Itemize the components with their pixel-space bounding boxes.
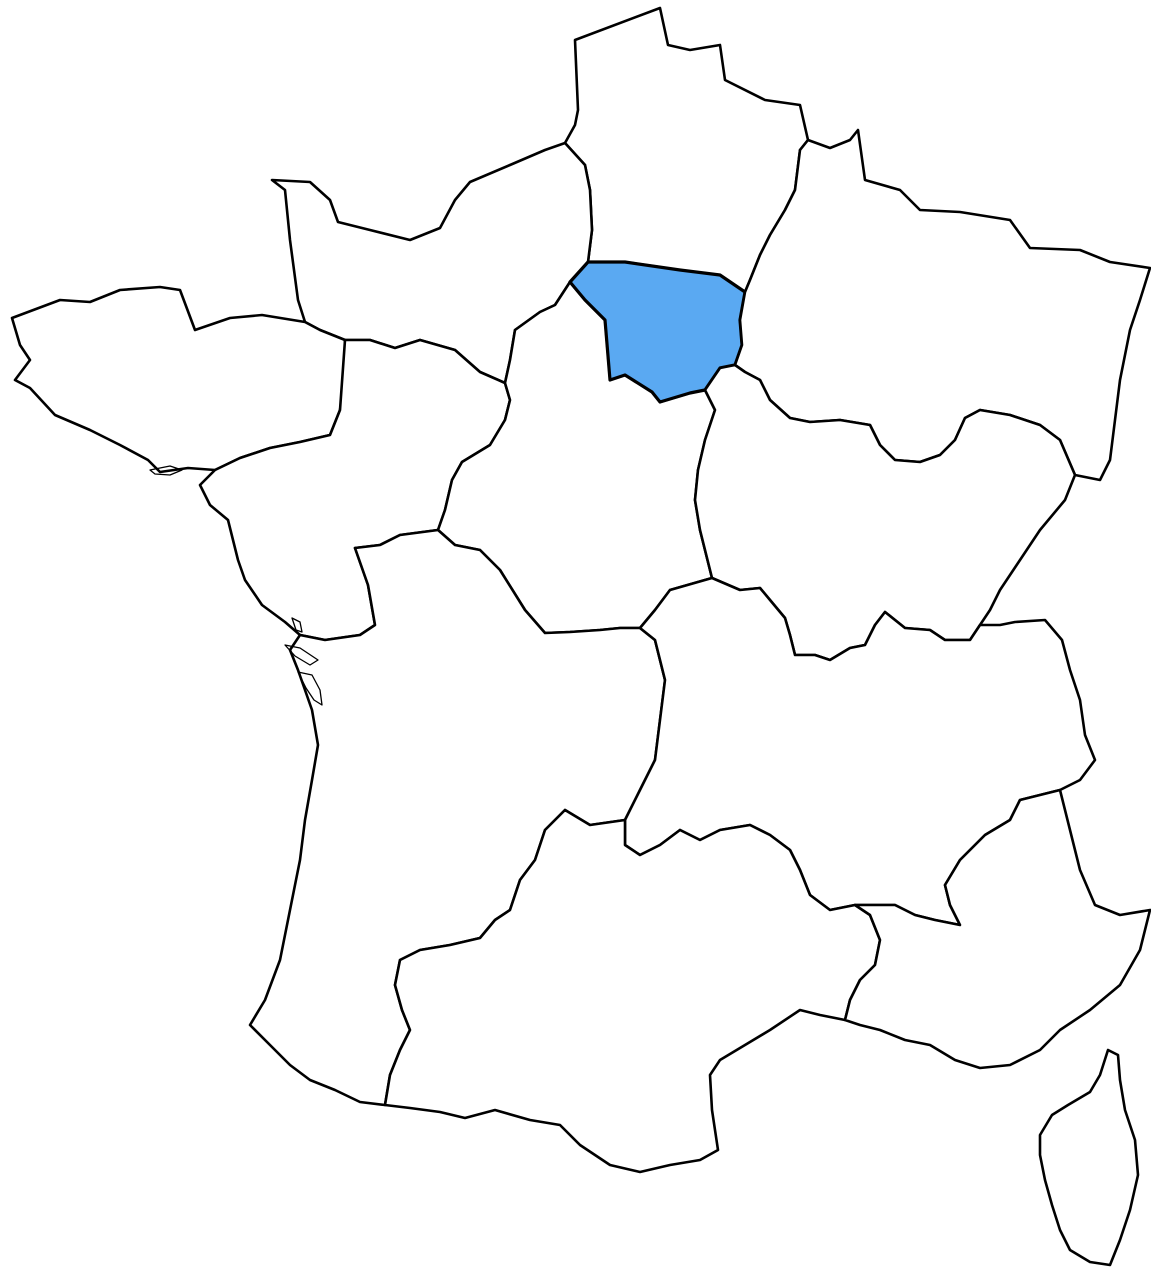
region-layer — [10, 6, 1151, 1267]
ile-de-re — [284, 644, 319, 666]
region-occitanie[interactable] — [383, 808, 882, 1174]
ile-d-oleron — [297, 671, 323, 706]
island-layer — [149, 465, 323, 706]
ile-de-noirmoutier — [291, 617, 303, 633]
region-provence-alpes-cote-d-azur[interactable] — [843, 788, 1151, 1070]
belle-ile — [149, 465, 183, 476]
region-corse[interactable] — [1038, 1048, 1140, 1267]
